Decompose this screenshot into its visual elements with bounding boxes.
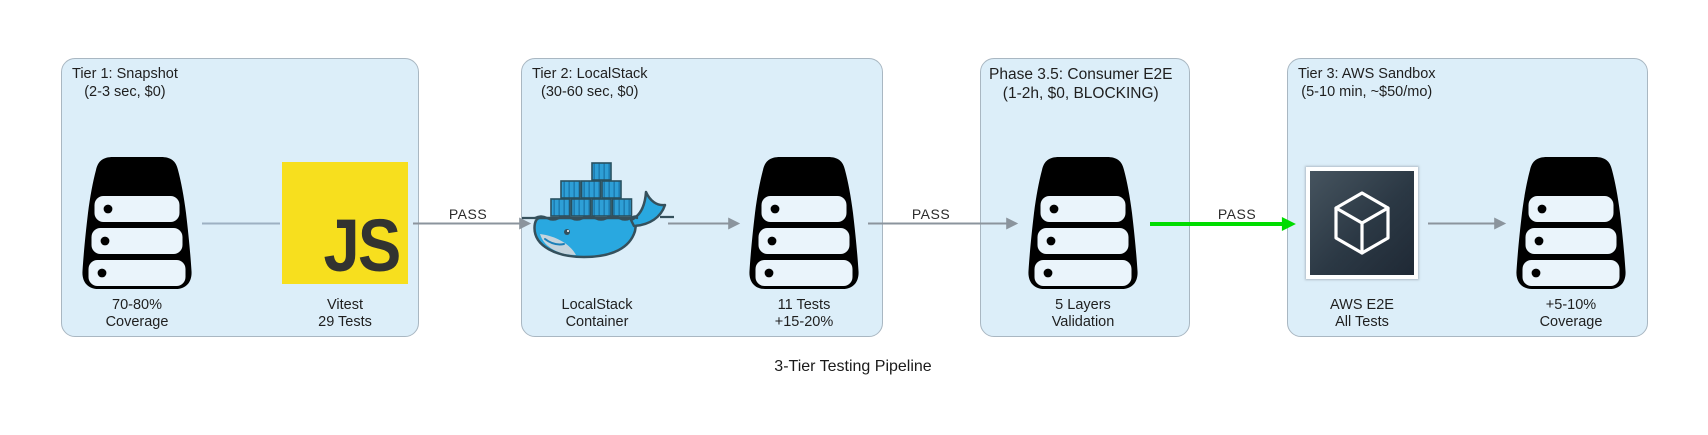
tier3-title: Tier 3: AWS Sandbox (5-10 min, ~$50/mo) bbox=[1298, 66, 1436, 101]
tier1-subtitle-line: (2-3 sec, $0) bbox=[84, 83, 166, 100]
label-line: Vitest bbox=[326, 297, 363, 313]
label-vitest: Vitest 29 Tests bbox=[318, 297, 372, 331]
phase35-title-line: Phase 3.5: Consumer E2E bbox=[989, 66, 1173, 83]
docker-whale-icon bbox=[522, 162, 674, 259]
tier2-subtitle-line: (30-60 sec, $0) bbox=[540, 83, 639, 100]
label-line: AWS E2E bbox=[1330, 297, 1394, 313]
pass-label-3: PASS bbox=[1217, 206, 1257, 222]
label-coverage-70-80: 70-80% Coverage bbox=[106, 297, 169, 331]
label-aws-e2e: AWS E2E All Tests bbox=[1330, 297, 1394, 331]
label-line: 11 Tests bbox=[777, 297, 831, 313]
label-line: 5 Layers bbox=[1055, 297, 1111, 313]
label-line: +15-20% bbox=[774, 314, 834, 330]
label-line: Validation bbox=[1051, 314, 1115, 330]
tier2-title-line: Tier 2: LocalStack bbox=[532, 66, 648, 82]
label-11-tests: 11 Tests +15-20% bbox=[775, 297, 833, 331]
label-line: Container bbox=[565, 314, 629, 330]
label-line: 29 Tests bbox=[318, 314, 372, 330]
tier1-title: Tier 1: Snapshot (2-3 sec, $0) bbox=[72, 66, 178, 101]
aws-cube-icon bbox=[1306, 167, 1418, 279]
tier1-title-line: Tier 1: Snapshot bbox=[72, 66, 178, 82]
tier3-title-line: Tier 3: AWS Sandbox bbox=[1298, 66, 1436, 82]
server-stack-icon bbox=[1028, 157, 1138, 289]
label-localstack-container: LocalStack Container bbox=[562, 297, 633, 331]
pass-label-2: PASS bbox=[911, 206, 951, 222]
phase35-subtitle-line: (1-2h, $0, BLOCKING) bbox=[1002, 84, 1159, 102]
label-line: All Tests bbox=[1335, 314, 1389, 330]
javascript-logo-icon: JS bbox=[282, 162, 408, 284]
server-stack-icon bbox=[1516, 157, 1626, 289]
label-line: 70-80% bbox=[112, 297, 162, 313]
tier3-subtitle-line: (5-10 min, ~$50/mo) bbox=[1301, 83, 1433, 100]
server-stack-icon bbox=[82, 157, 192, 289]
label-line: Coverage bbox=[1539, 314, 1603, 330]
pass-label-1: PASS bbox=[448, 206, 488, 222]
label-line: LocalStack bbox=[561, 297, 633, 313]
server-stack-icon bbox=[749, 157, 859, 289]
diagram-caption: 3-Tier Testing Pipeline bbox=[774, 358, 932, 375]
label-line: +5-10% bbox=[1545, 297, 1597, 313]
label-5-layers-validation: 5 Layers Validation bbox=[1052, 297, 1115, 331]
javascript-logo-text: JS bbox=[323, 204, 402, 288]
label-line: Coverage bbox=[105, 314, 169, 330]
tier2-title: Tier 2: LocalStack (30-60 sec, $0) bbox=[532, 66, 648, 101]
phase35-title: Phase 3.5: Consumer E2E (1-2h, $0, BLOCK… bbox=[989, 66, 1173, 104]
label-coverage-5-10: +5-10% Coverage bbox=[1540, 297, 1603, 331]
